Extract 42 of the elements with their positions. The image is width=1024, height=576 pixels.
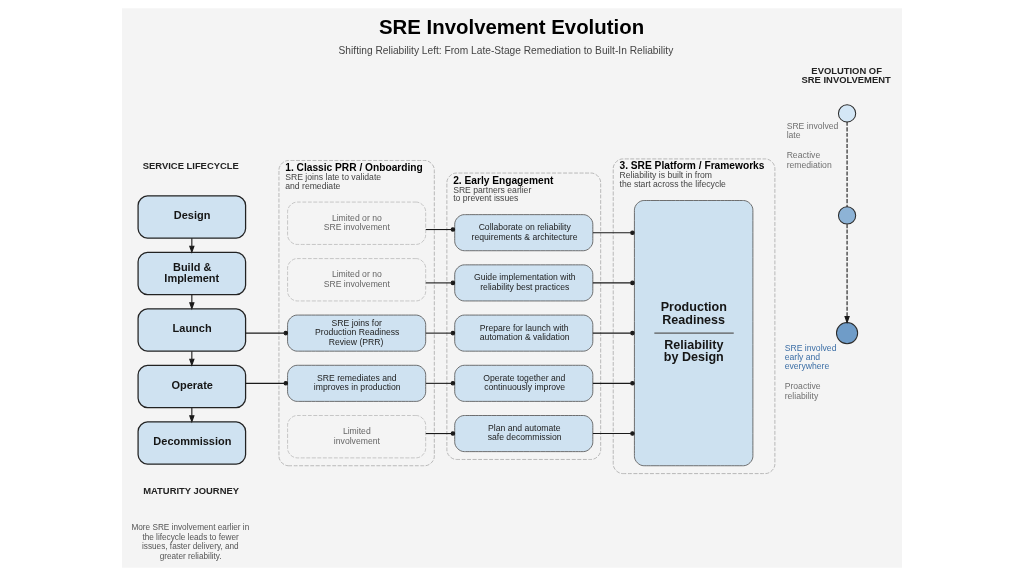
node-circle bbox=[837, 104, 857, 123]
node-circle bbox=[835, 322, 859, 345]
connector bbox=[425, 431, 456, 436]
connector bbox=[245, 381, 289, 386]
node-box: Launch bbox=[137, 308, 247, 352]
connector bbox=[245, 330, 289, 336]
node-label: Reactive remediation bbox=[786, 150, 832, 170]
connector bbox=[425, 280, 456, 286]
node-box: Guide implementation with reliability best practices bbox=[454, 264, 594, 302]
label: MATURITY JOURNEY bbox=[143, 485, 239, 497]
label: SERVICE LIFECYCLE bbox=[142, 160, 239, 172]
connector bbox=[592, 330, 635, 336]
label: Shifting Reliability Left: From Late-Stage Remediation to Built-In Reliability bbox=[338, 44, 674, 56]
node-label: Proactive reliability bbox=[784, 381, 821, 401]
diagram-title: SRE Involvement Evolution bbox=[378, 15, 645, 38]
node-circle bbox=[837, 206, 857, 225]
node-box: Collaborate on reliability requirements & architecture bbox=[454, 214, 594, 252]
connector bbox=[425, 381, 456, 386]
node-box: Limited or no SRE involvement bbox=[287, 201, 427, 245]
arrow bbox=[844, 223, 850, 325]
connector bbox=[592, 230, 635, 235]
connector bbox=[592, 381, 635, 386]
node-box: Limited or no SRE involvement bbox=[287, 258, 427, 302]
connector bbox=[425, 227, 456, 232]
node-label: SRE involved late bbox=[786, 120, 839, 141]
node-box: Operate bbox=[137, 364, 247, 409]
node-box: Prepare for launch with automation & validation bbox=[454, 314, 594, 352]
node-box: Design bbox=[137, 195, 247, 239]
connector bbox=[592, 431, 635, 436]
node-box: Limited involvement bbox=[287, 415, 427, 459]
node-box: Plan and automate safe decommission bbox=[454, 415, 594, 453]
node-box: Operate together and continuously improve bbox=[454, 364, 594, 402]
connector bbox=[425, 330, 456, 336]
node-box: Production Readiness Reliability by Design bbox=[634, 200, 754, 467]
node-box: SRE remediates and improves in production bbox=[287, 364, 427, 402]
label: EVOLUTION OF SRE INVOLVEMENT bbox=[801, 64, 891, 86]
node-label: SRE involved early and everywhere bbox=[784, 342, 837, 372]
node-box: Decommission bbox=[137, 421, 247, 465]
node-box: SRE joins for Production Readiness Review (PRR) bbox=[287, 314, 427, 352]
connector bbox=[846, 121, 848, 208]
node-box: Build & Implement bbox=[137, 251, 247, 296]
connector bbox=[592, 280, 635, 286]
